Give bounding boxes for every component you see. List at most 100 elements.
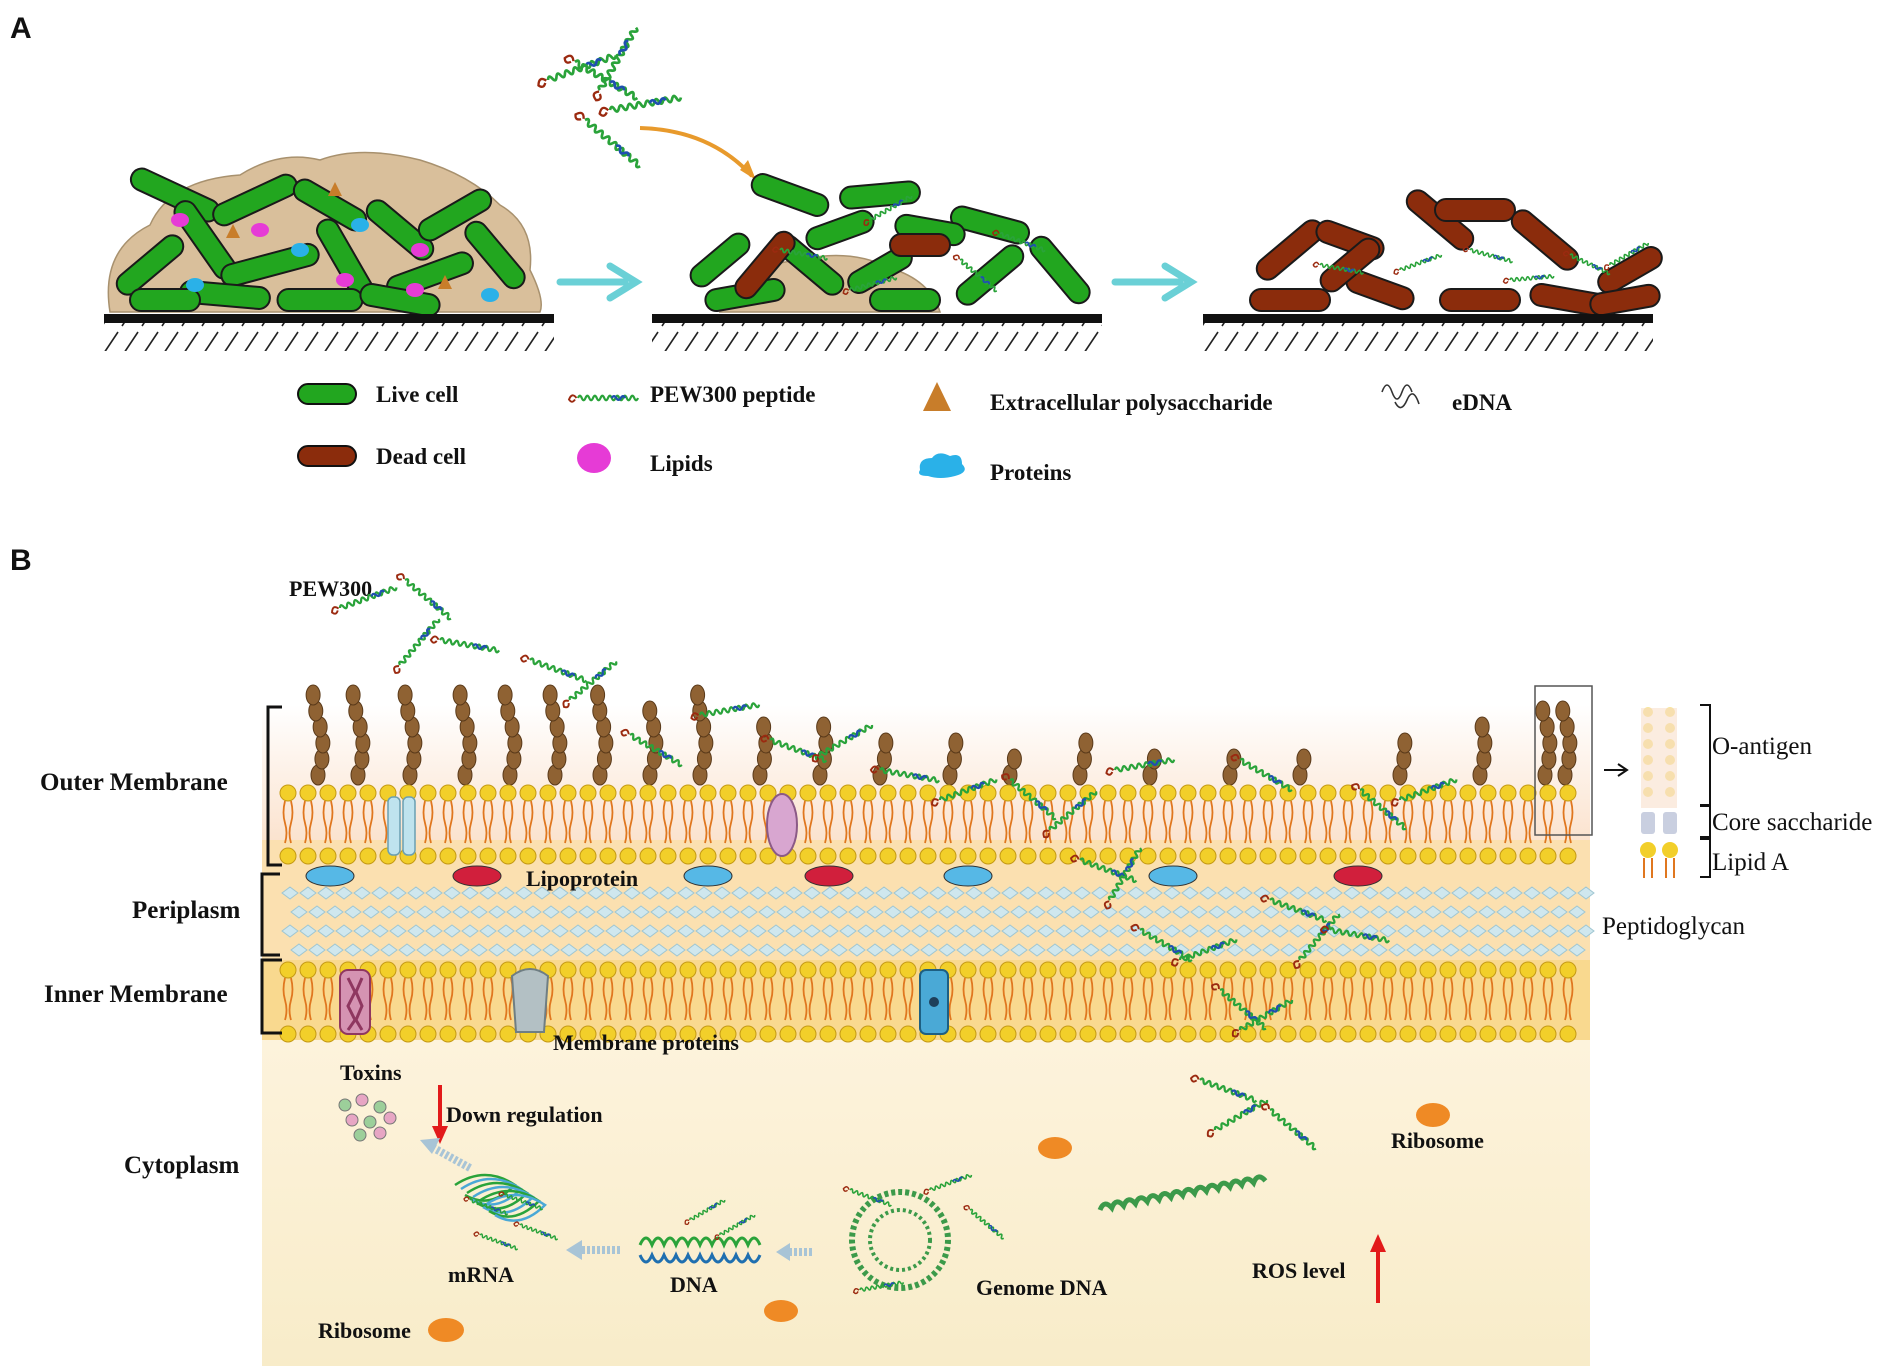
peptidoglycan-unit xyxy=(623,924,641,938)
ribosome-right-label: Ribosome xyxy=(1391,1128,1484,1153)
matrix-particle xyxy=(411,243,429,257)
peptidoglycan-unit xyxy=(425,886,443,900)
outer-membrane-protein xyxy=(766,793,798,857)
peptidoglycan-unit xyxy=(299,924,317,938)
lps-detail-arrow xyxy=(1604,763,1629,777)
peptidoglycan-unit xyxy=(371,886,389,900)
peptidoglycan-unit xyxy=(452,905,470,919)
peptidoglycan-unit xyxy=(1100,943,1118,957)
peptide xyxy=(567,394,640,403)
toxins-cluster xyxy=(338,1093,397,1142)
lipid xyxy=(979,961,997,1043)
peptidoglycan-unit xyxy=(848,943,866,957)
lipid xyxy=(419,961,437,1043)
peptidoglycan-unit xyxy=(812,943,830,957)
peptidoglycan-unit xyxy=(1541,924,1559,938)
peptidoglycan-unit xyxy=(1154,905,1172,919)
peptidoglycan-unit xyxy=(1217,886,1235,900)
peptidoglycan-unit xyxy=(344,905,362,919)
live-cell xyxy=(129,288,201,312)
peptidoglycan-unit xyxy=(668,943,686,957)
lipid xyxy=(819,784,837,865)
live-cell xyxy=(212,173,298,227)
toxin-particle xyxy=(383,1111,397,1125)
peptidoglycan-unit xyxy=(380,905,398,919)
toxins-label: Toxins xyxy=(340,1060,402,1085)
mrna-strand xyxy=(484,1193,547,1222)
core-saccharide-label: Core saccharide xyxy=(1712,809,1872,836)
lipid xyxy=(1539,784,1557,865)
panel-a-letter: A xyxy=(10,12,32,45)
lipid xyxy=(779,961,797,1043)
up-arrow-head xyxy=(1370,1234,1386,1252)
peptidoglycan-unit xyxy=(821,886,839,900)
lipid xyxy=(739,784,757,865)
peptidoglycan-unit xyxy=(1559,886,1577,900)
peptidoglycan-unit xyxy=(1271,886,1289,900)
mrna-label: mRNA xyxy=(448,1262,514,1287)
peptidoglycan-unit xyxy=(1199,886,1217,900)
legend-peptide: PEW300 peptide xyxy=(650,382,815,407)
peptidoglycan-unit xyxy=(1325,886,1343,900)
peptidoglycan-unit xyxy=(578,943,596,957)
peptide xyxy=(1462,246,1514,264)
peptidoglycan-unit xyxy=(1046,943,1064,957)
peptidoglycan-unit xyxy=(443,924,461,938)
peptidoglycan-unit xyxy=(1001,924,1019,938)
lipid xyxy=(1319,961,1337,1043)
peptidoglycan-unit xyxy=(1352,905,1370,919)
peptidoglycan-unit xyxy=(1073,886,1091,900)
peptidoglycan-unit xyxy=(650,905,668,919)
lipid-a-bracket xyxy=(1700,838,1711,878)
lipid xyxy=(339,784,357,865)
peptidoglycan-unit xyxy=(1019,886,1037,900)
toxin-particle xyxy=(373,1126,387,1140)
live-cell xyxy=(839,180,921,210)
peptidoglycan-unit xyxy=(1433,924,1451,938)
lipid xyxy=(359,784,377,865)
peptidoglycan-unit xyxy=(515,924,533,938)
peptidoglycan-unit xyxy=(929,924,947,938)
peptidoglycan-unit xyxy=(749,886,767,900)
peptidoglycan-unit xyxy=(758,943,776,957)
o-antigen-chain xyxy=(1472,716,1493,786)
legend-dead-cell: Dead cell xyxy=(376,444,466,469)
peptidoglycan-unit xyxy=(362,943,380,957)
peptidoglycan-unit xyxy=(1298,943,1316,957)
peptidoglycan-unit xyxy=(1370,905,1388,919)
peptidoglycan-unit xyxy=(1091,924,1109,938)
live-cell xyxy=(689,232,751,288)
lipid xyxy=(279,961,297,1043)
periplasm-bracket xyxy=(260,872,280,957)
peptidoglycan-unit xyxy=(1478,943,1496,957)
peptidoglycan-unit xyxy=(353,924,371,938)
dead-cell xyxy=(1434,198,1516,222)
o-antigen-shade xyxy=(1641,708,1677,808)
dna-helix xyxy=(638,1199,762,1264)
membrane-peptides xyxy=(331,573,1458,1151)
lipid xyxy=(439,961,457,1043)
o-antigen-chain xyxy=(497,684,523,786)
lipid xyxy=(1519,784,1537,865)
mrna-to-toxins-arrow xyxy=(420,1138,472,1172)
peptidoglycan-unit xyxy=(1118,905,1136,919)
lipid xyxy=(1219,784,1237,865)
peptidoglycan-unit xyxy=(956,905,974,919)
legend-edna-icon xyxy=(1381,384,1420,409)
o-antigen-chain xyxy=(397,684,423,786)
legend-lipids-swatch xyxy=(577,443,611,473)
o-antigen-chain xyxy=(1222,748,1242,786)
lipoproteins xyxy=(305,865,1383,887)
peptidoglycan-unit xyxy=(1091,886,1109,900)
genome-dna-label: Genome DNA xyxy=(976,1275,1107,1300)
down-arrow-head xyxy=(432,1126,448,1144)
peptidoglycan-unit xyxy=(965,886,983,900)
peptide xyxy=(1189,1074,1258,1104)
peptidoglycan-unit xyxy=(515,886,533,900)
peptidoglycan-unit xyxy=(569,886,587,900)
lipid xyxy=(299,961,317,1043)
dead-cell xyxy=(1510,209,1580,271)
peptidoglycan-unit xyxy=(1073,924,1091,938)
lipoprotein xyxy=(943,865,993,887)
peptide xyxy=(1103,847,1143,910)
